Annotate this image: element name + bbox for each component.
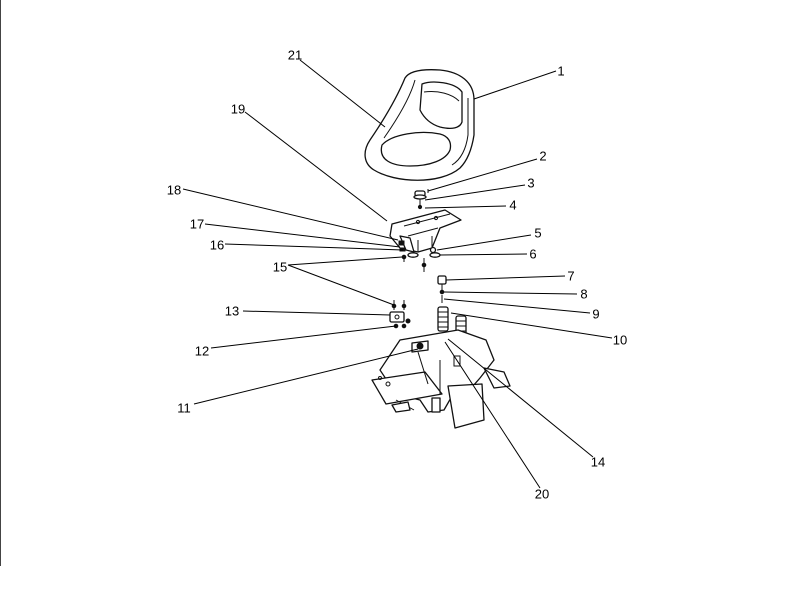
callout-16: 16: [209, 237, 225, 253]
leader-21: [299, 59, 386, 128]
callout-6: 6: [529, 246, 537, 262]
callout-11: 11: [177, 400, 191, 416]
fasteners-upper: [398, 236, 441, 272]
callout-1: 1: [557, 63, 565, 79]
leader-3: [424, 184, 526, 201]
callout-17: 17: [189, 216, 205, 232]
seat-bracket: [389, 209, 462, 253]
frame-chassis: [371, 329, 511, 429]
callout-13: 13: [224, 303, 240, 319]
callout-9: 9: [592, 306, 600, 322]
frame-border: [0, 0, 1, 566]
leader-12: [210, 325, 397, 349]
leader-9: [443, 298, 591, 314]
callout-21: 21: [287, 47, 303, 63]
leader-17: [204, 223, 401, 248]
callout-4: 4: [509, 197, 517, 213]
callout-3: 3: [527, 175, 535, 191]
leader-7: [445, 275, 566, 281]
leader-19: [244, 111, 388, 222]
leader-13: [242, 310, 391, 316]
leader-lines: [182, 59, 613, 489]
leader-11: [193, 348, 419, 405]
leader-10: [450, 312, 613, 339]
leader-14: [447, 338, 594, 458]
callout-10: 10: [612, 332, 628, 348]
spring-assembly: [437, 275, 467, 341]
leader-20: [444, 341, 541, 489]
leader-8: [443, 291, 578, 295]
callout-8: 8: [580, 286, 588, 302]
callout-14: 14: [590, 454, 606, 470]
seat: [364, 69, 475, 181]
leader-16: [224, 243, 404, 251]
callout-12: 12: [194, 343, 210, 359]
leader-6: [439, 253, 528, 256]
callout-5: 5: [534, 225, 542, 241]
leader-18: [182, 188, 399, 241]
callout-20: 20: [534, 486, 550, 502]
callout-2: 2: [539, 148, 547, 164]
callout-15: 15: [272, 259, 288, 275]
callout-7: 7: [567, 268, 575, 284]
leader-4: [424, 205, 507, 209]
callout-19: 19: [230, 101, 246, 117]
leader-5: [436, 234, 532, 251]
leader-15a: [287, 256, 403, 266]
callout-18: 18: [166, 182, 182, 198]
leader-15b: [287, 264, 395, 306]
leader-1: [473, 70, 557, 100]
bolt-stack-2-4: [413, 189, 429, 210]
leader-2: [427, 158, 538, 192]
